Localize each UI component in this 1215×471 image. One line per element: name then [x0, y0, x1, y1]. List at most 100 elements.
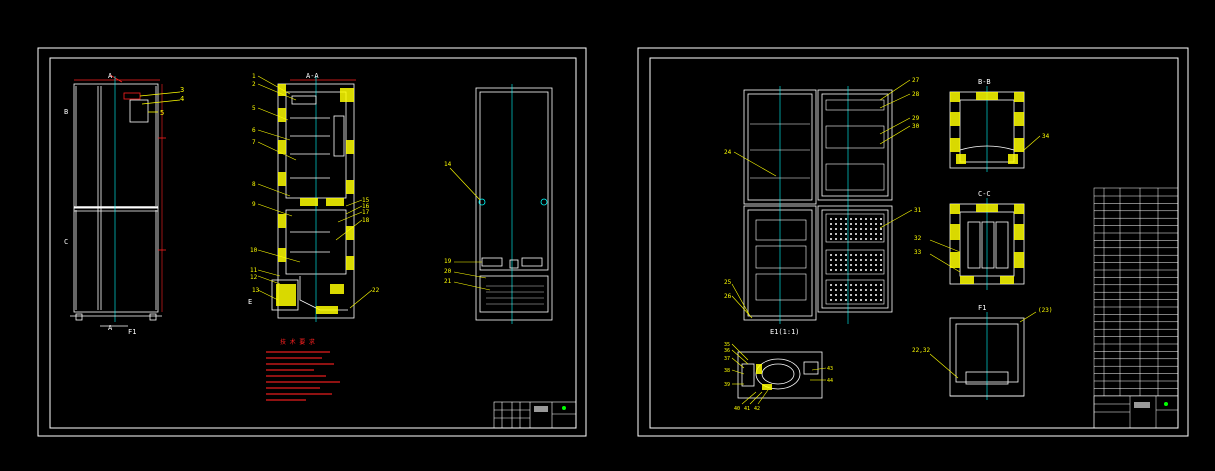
callout-38: 38 — [724, 368, 730, 374]
side-view — [449, 84, 553, 324]
grille-hole — [855, 238, 857, 240]
section-a-a-callouts: 1 2 5 6 7 8 9 10 11 12 13 15 16 17 18 22 — [250, 73, 380, 294]
callout-41: 41 — [744, 406, 750, 412]
grille-hole — [880, 299, 882, 301]
section-a-a-title: A-A — [306, 72, 319, 80]
grille-hole — [870, 269, 872, 271]
grille-hole — [860, 223, 862, 225]
grille-hole — [880, 233, 882, 235]
grille-hole — [880, 289, 882, 291]
grille-hole — [850, 294, 852, 296]
grille-hole — [850, 223, 852, 225]
callout-34: 34 — [1042, 133, 1050, 140]
grille-hole — [855, 223, 857, 225]
section-a-a — [257, 75, 373, 322]
grille-hole — [860, 294, 862, 296]
grille-hole — [880, 254, 882, 256]
grille-hole — [865, 264, 867, 266]
grille-hole — [860, 238, 862, 240]
grille-hole — [860, 218, 862, 220]
grille-hole — [855, 294, 857, 296]
front-view-caption: F1 — [128, 328, 136, 336]
grille-hole — [875, 264, 877, 266]
grille-hole — [845, 294, 847, 296]
front-side-mark-c: C — [64, 238, 68, 246]
grille-hole — [860, 228, 862, 230]
detail-e-callouts: 35 36 37 38 39 40 41 42 43 44 — [724, 342, 833, 412]
grille-hole — [860, 264, 862, 266]
grille-hole — [845, 299, 847, 301]
grille-hole — [835, 233, 837, 235]
grille-hole — [865, 223, 867, 225]
callout-36: 36 — [724, 348, 730, 354]
grille-hole — [830, 289, 832, 291]
grille-hole — [880, 269, 882, 271]
freezer-grille-pattern — [830, 218, 882, 301]
grille-hole — [840, 254, 842, 256]
grille-hole — [875, 259, 877, 261]
open-front-callouts: 27 28 29 30 24 31 25 26 — [724, 77, 922, 300]
grille-hole — [865, 259, 867, 261]
grille-hole — [850, 228, 852, 230]
grille-hole — [835, 238, 837, 240]
callout-14: 14 — [444, 161, 452, 168]
grille-hole — [875, 299, 877, 301]
grille-hole — [865, 269, 867, 271]
callout-11: 11 — [250, 267, 258, 274]
grille-hole — [835, 289, 837, 291]
callout-18: 18 — [362, 217, 370, 224]
grille-hole — [855, 228, 857, 230]
front-view — [70, 74, 181, 327]
grille-hole — [850, 238, 852, 240]
technical-notes: 技 术 要 求 — [266, 338, 340, 401]
grille-hole — [830, 264, 832, 266]
grille-hole — [865, 228, 867, 230]
grille-hole — [850, 289, 852, 291]
callout-37: 37 — [724, 356, 730, 362]
grille-hole — [850, 259, 852, 261]
callout-13: 13 — [252, 287, 260, 294]
grille-hole — [875, 238, 877, 240]
grille-hole — [850, 254, 852, 256]
grille-hole — [845, 238, 847, 240]
grille-hole — [870, 294, 872, 296]
grille-hole — [875, 294, 877, 296]
callout-22-32: 22,32 — [912, 347, 930, 354]
grille-hole — [860, 299, 862, 301]
grille-hole — [845, 264, 847, 266]
sheet-2: 27 28 29 30 24 31 25 26 E1(1:1) — [637, 47, 1189, 437]
grille-hole — [880, 223, 882, 225]
grille-hole — [875, 233, 877, 235]
grille-hole — [865, 299, 867, 301]
callout-22: 22 — [372, 287, 380, 294]
callout-44: 44 — [827, 378, 833, 384]
grille-hole — [840, 228, 842, 230]
grille-hole — [880, 264, 882, 266]
callout-10: 10 — [250, 247, 258, 254]
grille-hole — [840, 259, 842, 261]
grille-hole — [835, 259, 837, 261]
grille-hole — [875, 254, 877, 256]
grille-hole — [830, 299, 832, 301]
front-section-mark-top: A — [108, 72, 113, 80]
grille-hole — [870, 238, 872, 240]
open-front-leaders — [731, 79, 913, 319]
grille-hole — [855, 289, 857, 291]
section-c-c — [929, 198, 1025, 290]
parts-list-table — [1093, 187, 1179, 429]
sheet-1-title-block — [493, 401, 577, 429]
sheet-1-outer-frame — [37, 47, 587, 437]
callout-7: 7 — [252, 139, 256, 146]
section-b-b-title: B-B — [978, 78, 991, 86]
grille-hole — [865, 238, 867, 240]
grille-hole — [840, 233, 842, 235]
grille-hole — [880, 218, 882, 220]
grille-hole — [855, 259, 857, 261]
front-callout-3: 3 — [180, 86, 184, 94]
grille-hole — [835, 254, 837, 256]
callout-25: 25 — [724, 279, 732, 286]
callout-31: 31 — [914, 207, 922, 214]
callout-1: 1 — [252, 73, 256, 80]
grille-hole — [870, 264, 872, 266]
grille-hole — [880, 238, 882, 240]
